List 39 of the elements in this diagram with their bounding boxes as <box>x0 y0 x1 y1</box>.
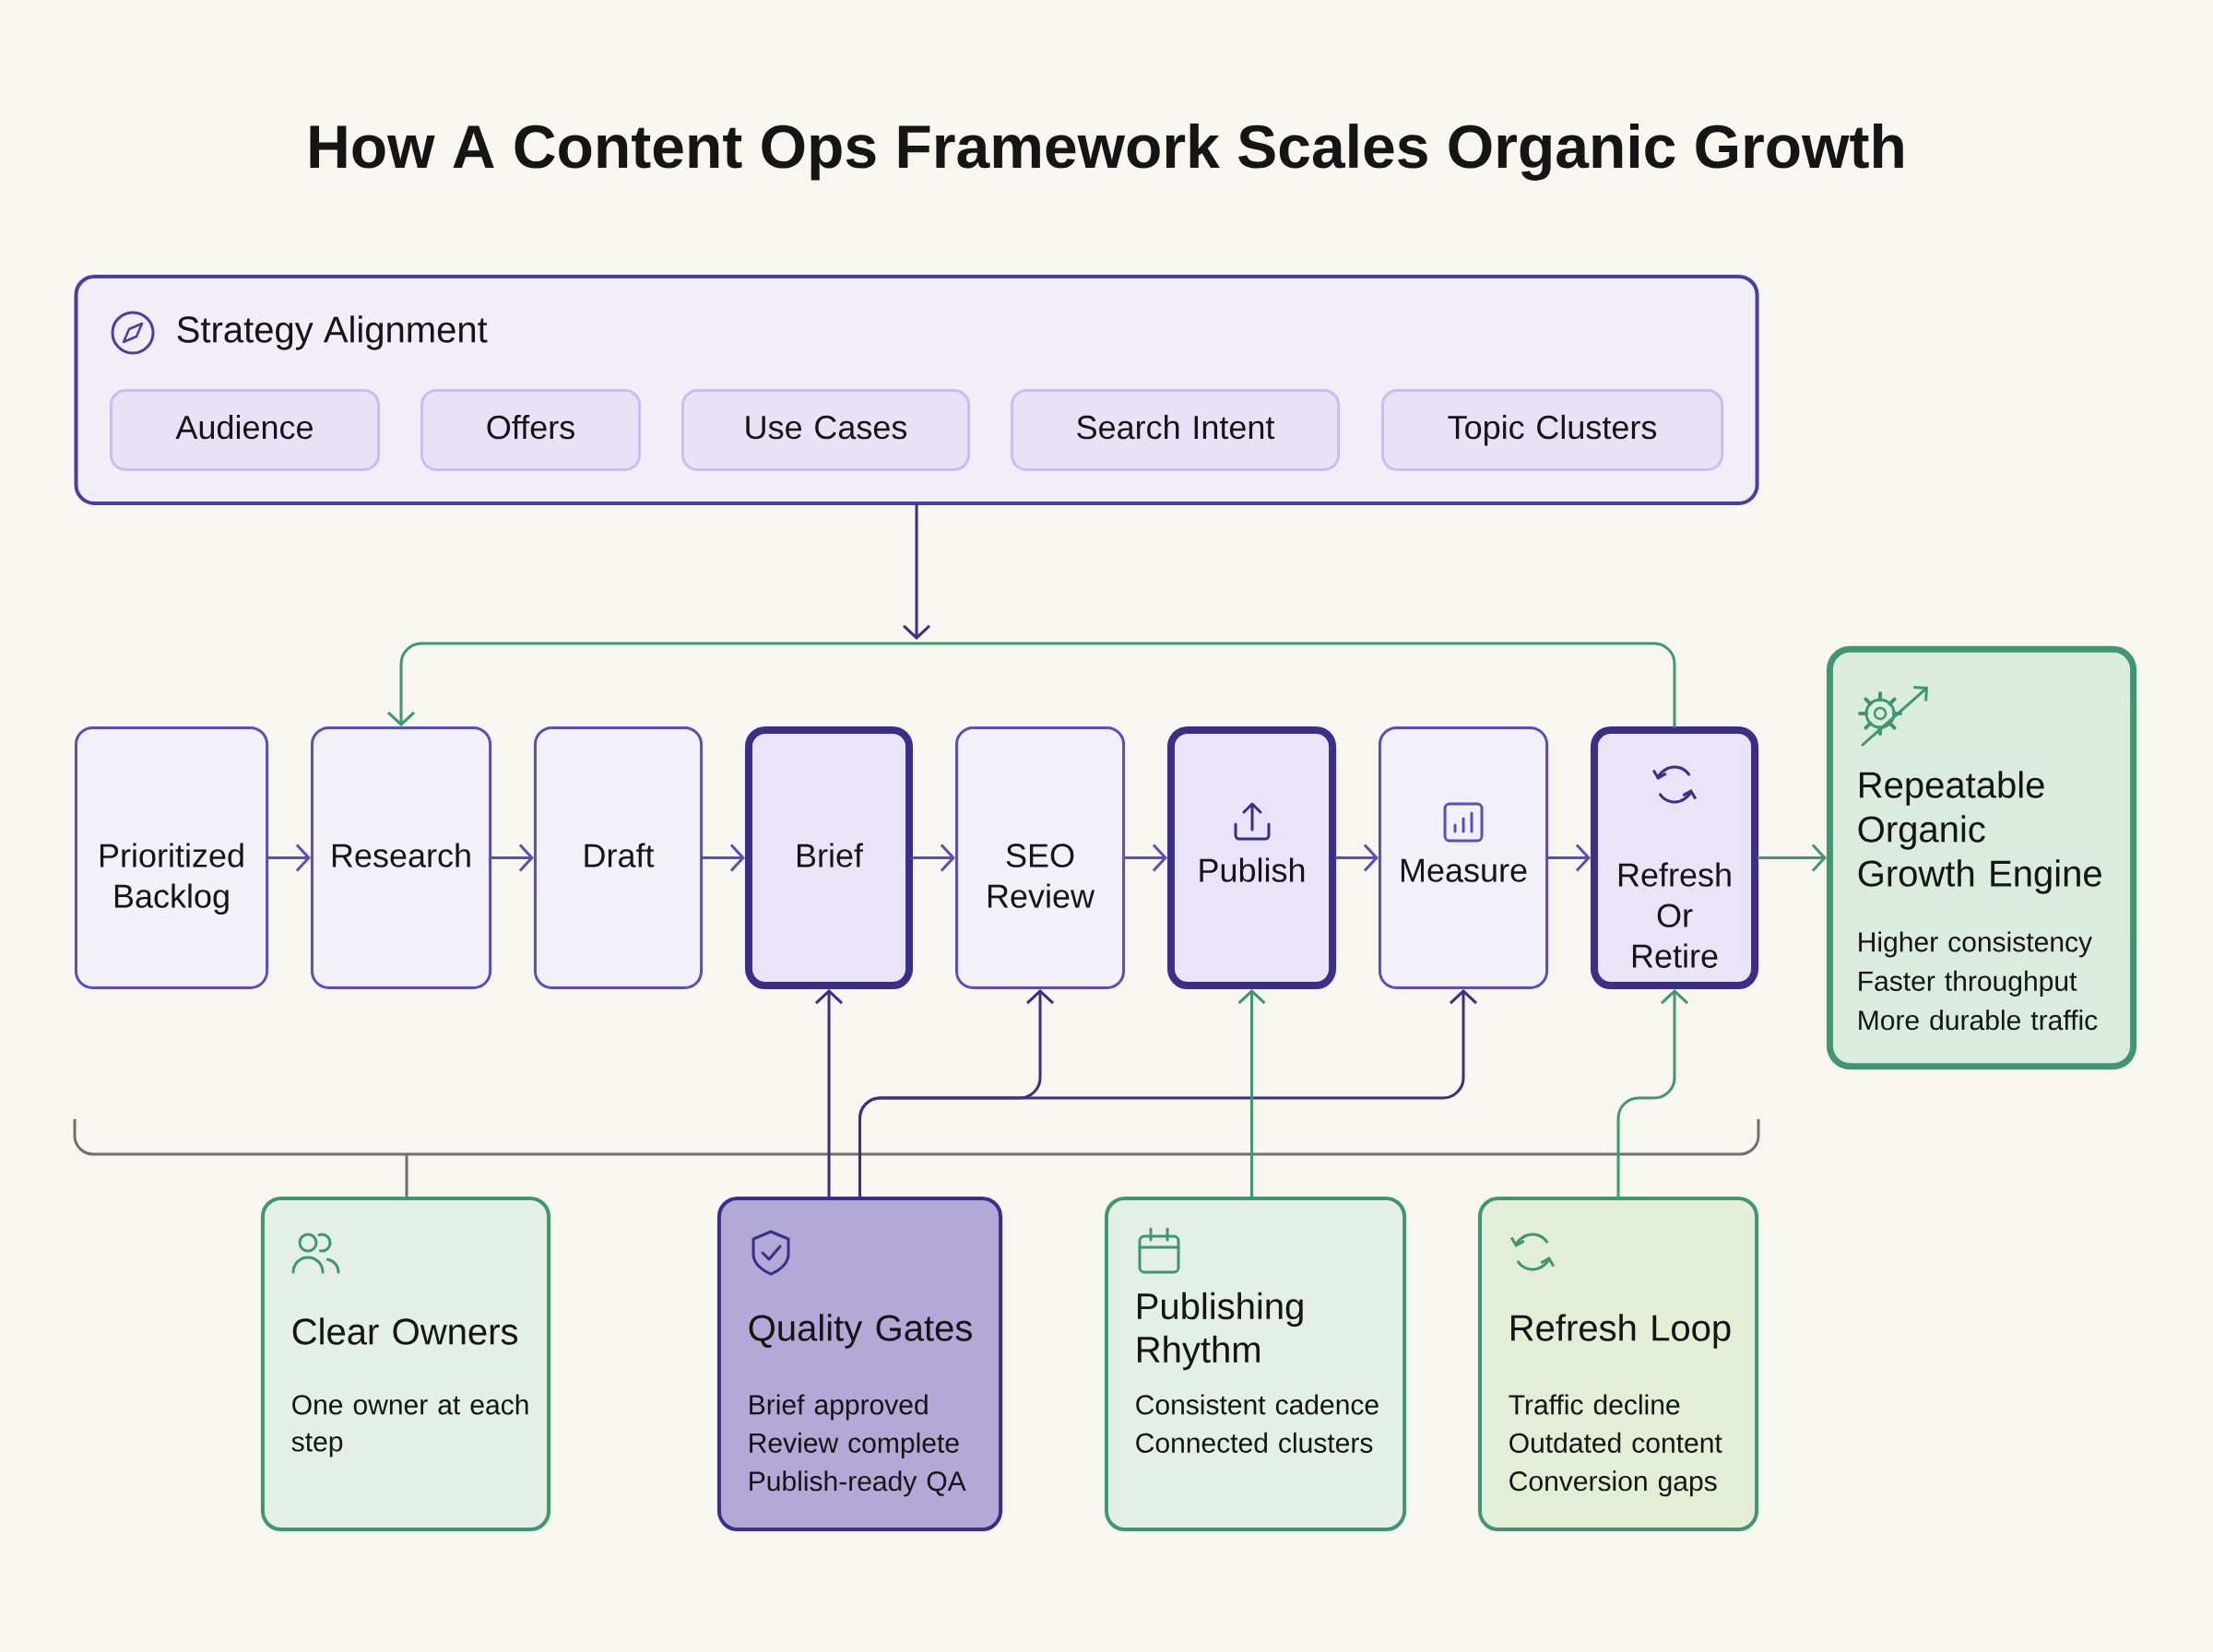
step-box: Prioritized Backlog <box>74 726 269 990</box>
card-text: Publish-ready QA <box>750 1470 966 1497</box>
tag-chip: Search Intent <box>1010 388 1341 471</box>
card-text: Faster throughput <box>1859 970 2077 997</box>
card-text: Connected clusters <box>1136 1432 1373 1453</box>
tag-chip: Offers <box>420 388 642 471</box>
step-box: Draft <box>533 726 704 990</box>
step-box: SEO Review <box>954 726 1126 990</box>
step-box: Research <box>310 726 492 990</box>
tag-chip: Topic Clusters <box>1380 388 1724 471</box>
card-text: Conversion gaps <box>1509 1470 1717 1497</box>
arrow <box>903 503 931 640</box>
arrow <box>815 989 844 1198</box>
step-box: Refresh Or Retire <box>1590 726 1759 990</box>
card-text: Brief approved <box>750 1394 928 1421</box>
tag-chip: Use Cases <box>680 388 971 471</box>
arrow <box>1237 989 1266 1198</box>
panel-heading: Strategy Alignment <box>177 315 488 350</box>
card-heading: Quality Gates <box>749 1314 972 1349</box>
card-heading: Refresh Loop <box>1511 1314 1731 1349</box>
card-text: Review complete <box>750 1432 959 1458</box>
card-text: One owner at each step <box>291 1394 528 1457</box>
arrow <box>387 642 1676 728</box>
card-text: Traffic decline <box>1509 1394 1680 1415</box>
card-heading: Clear Owners <box>292 1317 518 1345</box>
card-heading: Publishing Rhythm <box>1138 1292 1303 1371</box>
card-text: Higher consistency <box>1859 931 2092 958</box>
step-box: Measure <box>1378 726 1549 990</box>
card-heading: Repeatable Organic Growth Engine <box>1858 771 2101 894</box>
title: How A Content Ops Framework Scales Organic Growth <box>310 124 1903 181</box>
arrow <box>1757 844 1827 872</box>
arrow <box>858 989 1478 1198</box>
arrow <box>1616 989 1689 1198</box>
card-text: More durable traffic <box>1859 1009 2098 1031</box>
card-text: Outdated content <box>1509 1432 1722 1453</box>
tag-chip: Audience <box>109 388 381 471</box>
step-box: Brief <box>744 726 914 990</box>
step-box: Publish <box>1166 726 1337 990</box>
card-text: Consistent cadence <box>1136 1394 1379 1415</box>
